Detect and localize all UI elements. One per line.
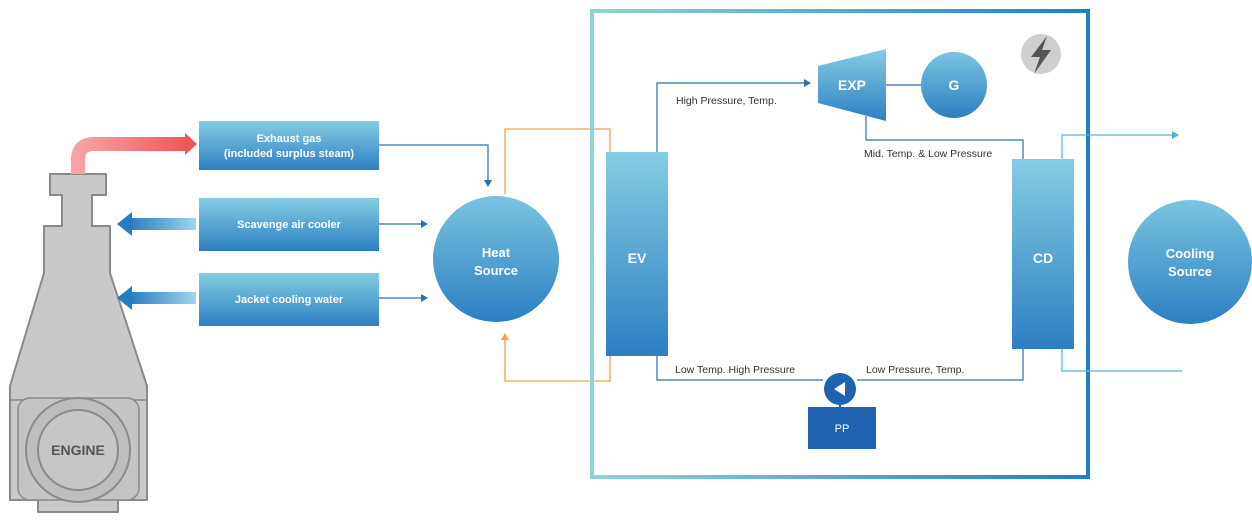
- cooling-source-label-1: Cooling: [1166, 246, 1214, 261]
- orc-frame: [590, 9, 1090, 479]
- engine-label: ENGINE: [51, 442, 105, 458]
- scavenge-air-cooler-label: Scavenge air cooler: [237, 219, 342, 231]
- exp-to-cd-line: [865, 116, 1024, 159]
- scavenge-air-cooler-box: Scavenge air cooler: [199, 198, 379, 251]
- exhaust-arrow: [71, 137, 188, 174]
- exhaust-gas-label-2: (included surplus steam): [224, 148, 355, 160]
- pump: PP: [808, 373, 876, 449]
- expander: EXP: [818, 49, 886, 121]
- exhaust-gas-box: Exhaust gas (included surplus steam): [199, 121, 379, 170]
- cooling-source-label-2: Source: [1168, 264, 1212, 279]
- pump-to-ev-line: [656, 356, 823, 381]
- cooling-in-line: [1061, 349, 1182, 372]
- exhaust-gas-label-1: Exhaust gas: [257, 133, 322, 145]
- engine: ENGINE: [9, 173, 148, 513]
- heat-supply-loop: [504, 128, 611, 194]
- lightning-icon: [1021, 34, 1061, 74]
- ev-to-exp-line: [656, 79, 811, 152]
- exhaust-to-heat-line: [379, 144, 492, 187]
- generator-label: G: [949, 77, 960, 93]
- jacket-cooling-water-label: Jacket cooling water: [235, 294, 344, 306]
- cooling-out-line: [1061, 131, 1179, 159]
- flow-label-low-pressure-temp: Low Pressure, Temp.: [866, 364, 964, 376]
- cooling-source: Cooling Source: [1128, 200, 1252, 324]
- expander-label: EXP: [838, 77, 866, 93]
- jacket-cooling-water-box: Jacket cooling water: [199, 273, 379, 326]
- evaporator: EV: [606, 152, 668, 356]
- cd-to-pump-line: [857, 349, 1024, 381]
- condenser-label: CD: [1033, 250, 1053, 266]
- flow-label-high-pressure-temp: High Pressure, Temp.: [676, 95, 777, 107]
- heat-source-label-2: Source: [474, 263, 518, 278]
- scavenge-return-arrow: [117, 212, 196, 236]
- generator: G: [921, 52, 987, 118]
- pump-label: PP: [835, 423, 850, 435]
- heat-return-loop: [501, 333, 611, 382]
- heat-source-label-1: Heat: [482, 245, 511, 260]
- flow-label-mid-temp-low-pressure: Mid. Temp. & Low Pressure: [864, 148, 992, 160]
- jacket-return-arrow: [117, 286, 196, 310]
- flow-label-low-temp-high-pressure: Low Temp. High Pressure: [675, 364, 795, 376]
- condenser: CD: [1012, 159, 1074, 349]
- heat-source: Heat Source: [433, 196, 559, 322]
- evaporator-label: EV: [628, 250, 647, 266]
